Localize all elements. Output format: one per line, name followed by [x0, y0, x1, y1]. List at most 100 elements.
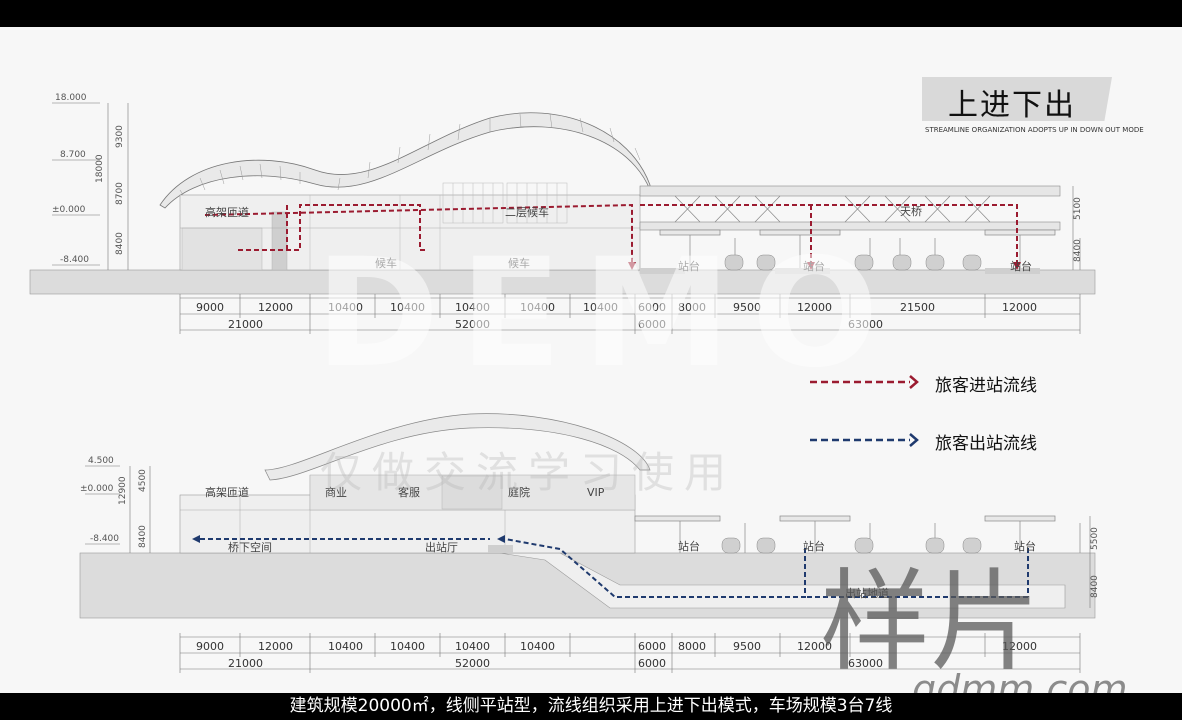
top-vdim-0: 9300: [115, 125, 125, 148]
top-bridge-deck: [639, 185, 1061, 197]
bottom-label-platform-3: 站台: [1014, 539, 1036, 553]
bottom-dim-r1-7: 8000: [678, 640, 706, 653]
top-dim-r1-10: 12000: [797, 301, 832, 314]
top-letterbox-bar: [0, 0, 1182, 27]
bottom-label-exit-hall: 出站厅: [425, 540, 458, 554]
bottom-rdim-0: 5500: [1090, 527, 1100, 550]
section-drawings: 18.000 8.700 ±0.000 -8.400 9300 8700 840…: [29, 93, 1100, 673]
top-label-elevated-road: 高架匝道: [205, 205, 249, 219]
top-rdim-1: 8400: [1073, 239, 1083, 262]
top-level-3: -8.400: [60, 255, 89, 265]
top-label-waiting-2: 候车: [508, 256, 530, 270]
top-dim-r1-11: 21500: [900, 301, 935, 314]
top-level-1: 8.700: [60, 150, 86, 160]
top-dim-row-1: 9000 12000 10400 10400 10400 10400 10400…: [196, 301, 1037, 314]
top-dim-r1-1: 12000: [258, 301, 293, 314]
bottom-rdim-1: 8400: [1090, 575, 1100, 598]
top-dim-r2-1: 52000: [455, 318, 490, 331]
bottom-outbound-arrows: [192, 535, 505, 543]
bottom-dim-r1-8: 9500: [733, 640, 761, 653]
bottom-dim-r2-0: 21000: [228, 657, 263, 670]
bottom-label-platform-2: 站台: [803, 539, 825, 553]
bottom-vdim-1: 8400: [138, 525, 148, 548]
top-dim-r1-6: 10400: [583, 301, 618, 314]
bottom-platform-canopies: [634, 515, 1081, 553]
top-vdim-2: 8400: [115, 232, 125, 255]
bottom-label-elevated-road: 高架匝道: [205, 485, 249, 499]
bottom-label-under-bridge: 桥下空间: [228, 540, 272, 554]
bottom-dim-r1-4: 10400: [455, 640, 490, 653]
video-subtitle: 建筑规模20000㎡，线侧平站型，流线组织采用上进下出模式，车场规模3台7线: [289, 696, 893, 716]
top-label-platform-1: 站台: [678, 259, 700, 273]
top-bridge-truss: [674, 195, 991, 223]
top-vdim-1: 8700: [115, 182, 125, 205]
top-level-2: ±0.000: [52, 205, 86, 215]
top-dim-r1-12: 12000: [1002, 301, 1037, 314]
top-roof-shell: [159, 112, 651, 209]
top-inbound-flow: [204, 203, 1018, 262]
legend-lines: [810, 375, 919, 447]
bottom-label-exit-tunnel: 出站地道: [845, 586, 889, 600]
bottom-dim-r1-0: 9000: [196, 640, 224, 653]
bottom-trains: [721, 537, 982, 554]
top-dim-r1-2: 10400: [328, 301, 363, 314]
bottom-vdim-0: 4500: [138, 469, 148, 492]
top-vdim-3: 18000: [95, 154, 105, 183]
top-label-bridge: 天桥: [900, 205, 922, 218]
top-roof-truss: [179, 113, 641, 199]
bottom-level-markers: 4.500 ±0.000 -8.400 4500 8400 12900 5500…: [80, 456, 1100, 608]
top-level-markers: 18.000 8.700 ±0.000 -8.400 9300 8700 840…: [52, 93, 1083, 270]
top-dim-r2-0: 21000: [228, 318, 263, 331]
top-label-second-floor-waiting: 二层候车: [505, 205, 549, 219]
top-dim-r1-9: 9500: [733, 301, 761, 314]
top-dim-r1-4: 10400: [455, 301, 490, 314]
top-label-platform-3: 站台: [1010, 259, 1032, 273]
bottom-label-platform-1: 站台: [678, 539, 700, 553]
bottom-vdim-2: 12900: [118, 476, 128, 505]
bottom-roof-shell: [264, 413, 651, 481]
top-dim-r1-3: 10400: [390, 301, 425, 314]
bottom-dimension-lines: [179, 633, 1081, 673]
top-trains: [724, 254, 982, 271]
page-title: 上进下出: [948, 88, 1076, 123]
page-title-subtext: STREAMLINE ORGANIZATION ADOPTS UP IN DOW…: [925, 126, 1144, 134]
bottom-label-courtyard: 庭院: [508, 485, 530, 499]
bottom-label-commerce: 商业: [325, 485, 347, 499]
top-platform-canopies: [659, 229, 1081, 270]
top-dimension-lines: [179, 294, 1081, 334]
top-glazing: [442, 182, 568, 224]
bottom-dim-r1-3: 10400: [390, 640, 425, 653]
bottom-dim-r1-10: 12000: [1002, 640, 1037, 653]
bottom-dim-r1-5: 10400: [520, 640, 555, 653]
bottom-dim-r2-3: 63000: [848, 657, 883, 670]
top-dim-r2-2: 6000: [638, 318, 666, 331]
top-dim-r1-7: 6000: [638, 301, 666, 314]
bottom-label-vip: VIP: [587, 486, 605, 499]
top-section: 18.000 8.700 ±0.000 -8.400 9300 8700 840…: [29, 93, 1096, 334]
bottom-dim-row-1: 9000 12000 10400 10400 10400 10400 6000 …: [196, 640, 1037, 653]
bottom-label-service: 客服: [398, 485, 420, 499]
bottom-dim-r1-2: 10400: [328, 640, 363, 653]
top-dim-r2-3: 63000: [848, 318, 883, 331]
bottom-dim-r2-2: 6000: [638, 657, 666, 670]
bottom-level-2: -8.400: [90, 534, 119, 544]
top-rdim-0: 5100: [1073, 197, 1083, 220]
top-level-0: 18.000: [55, 93, 87, 103]
bottom-level-0: 4.500: [88, 456, 114, 466]
legend-inbound-label: 旅客进站流线: [935, 376, 1037, 396]
bottom-dim-r1-1: 12000: [258, 640, 293, 653]
title-banner: [922, 77, 1112, 121]
bottom-dim-r1-6: 6000: [638, 640, 666, 653]
top-dim-r1-8: 8000: [678, 301, 706, 314]
top-ground-slab: [29, 269, 1096, 295]
top-dim-r1-5: 10400: [520, 301, 555, 314]
top-dim-r1-0: 9000: [196, 301, 224, 314]
top-label-waiting-1: 候车: [375, 256, 397, 270]
bottom-level-1: ±0.000: [80, 484, 114, 494]
bottom-outbound-flow: [200, 538, 1029, 598]
bottom-section: 4.500 ±0.000 -8.400 4500 8400 12900 5500…: [79, 413, 1100, 673]
bottom-dim-r1-9: 12000: [797, 640, 832, 653]
legend-outbound-label: 旅客出站流线: [935, 434, 1037, 454]
subtitle-bar: 建筑规模20000㎡，线侧平站型，流线组织采用上进下出模式，车场规模3台7线: [0, 693, 1182, 720]
top-inbound-arrows: [628, 262, 1021, 270]
